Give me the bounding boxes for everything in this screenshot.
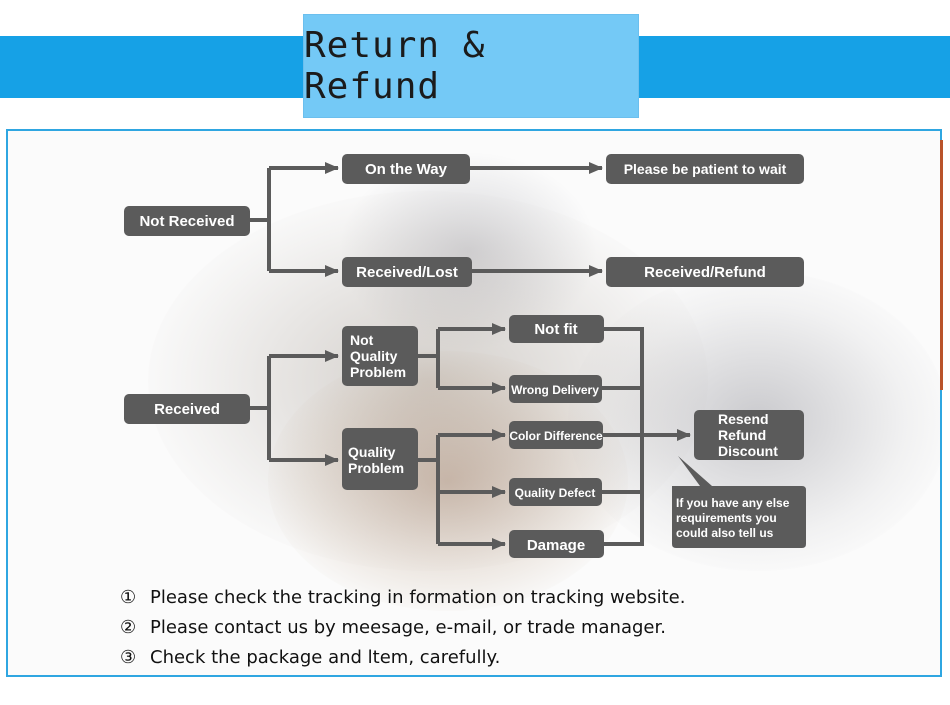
node-label: Resend: [718, 411, 769, 427]
node-label: Refund: [718, 427, 766, 443]
note-item: ② Please contact us by meesage, e-mail, …: [120, 612, 685, 642]
note-text: Please contact us by meesage, e-mail, or…: [150, 616, 666, 638]
node-received-refund: Received/Refund: [606, 257, 804, 287]
node-label: Please be patient to wait: [624, 161, 787, 177]
node-else-requirements: If you have any else requirements you co…: [672, 456, 806, 548]
node-label: Not fit: [534, 321, 577, 338]
node-received: Received: [124, 394, 250, 424]
node-label: Quality Defect: [515, 486, 596, 500]
node-label: Not Received: [139, 213, 234, 230]
note-number: ②: [120, 616, 137, 638]
node-resend-refund-discount: Resend Refund Discount: [694, 410, 804, 460]
node-damage: Damage: [509, 530, 604, 558]
node-wrong-delivery: Wrong Delivery: [509, 375, 602, 403]
node-not-received: Not Received: [124, 206, 250, 236]
node-on-the-way: On the Way: [342, 154, 470, 184]
node-label: Received/Lost: [356, 264, 458, 281]
node-label: Problem: [350, 364, 406, 380]
node-label: On the Way: [365, 161, 448, 178]
node-be-patient: Please be patient to wait: [606, 154, 804, 184]
node-label: requirements you: [676, 511, 777, 525]
node-label: If you have any else: [676, 496, 790, 510]
node-label: could also tell us: [676, 526, 774, 540]
note-number: ①: [120, 586, 137, 608]
connector-lines: [250, 162, 691, 550]
background-photo-blur: [148, 191, 708, 571]
note-number: ③: [120, 646, 137, 668]
node-not-quality-problem: Not Quality Problem: [342, 326, 418, 386]
node-label: Wrong Delivery: [511, 383, 599, 397]
node-label: Quality: [348, 444, 396, 460]
note-text: Please check the tracking in formation o…: [150, 586, 686, 608]
node-not-fit: Not fit: [509, 315, 604, 343]
node-quality-problem: Quality Problem: [342, 428, 418, 490]
node-label: Received: [154, 401, 220, 418]
note-item: ③ Check the package and ltem, carefully.: [120, 642, 685, 672]
title-box: Return & Refund: [303, 14, 639, 118]
node-quality-defect: Quality Defect: [509, 478, 602, 506]
page-title: Return & Refund: [304, 25, 486, 107]
node-label: Color Difference: [509, 429, 603, 443]
node-label: Not: [350, 332, 374, 348]
node-label: Received/Refund: [644, 264, 766, 281]
note-text: Check the package and ltem, carefully.: [150, 646, 501, 668]
node-label: Problem: [348, 460, 404, 476]
instruction-notes: ① Please check the tracking in formation…: [120, 582, 685, 672]
note-item: ① Please check the tracking in formation…: [120, 582, 685, 612]
node-label: Quality: [350, 348, 398, 364]
node-label: Discount: [718, 443, 778, 459]
node-received-lost: Received/Lost: [342, 257, 472, 287]
node-color-difference: Color Difference: [509, 421, 603, 449]
node-label: Damage: [527, 537, 585, 554]
right-accent-line: [940, 140, 943, 390]
